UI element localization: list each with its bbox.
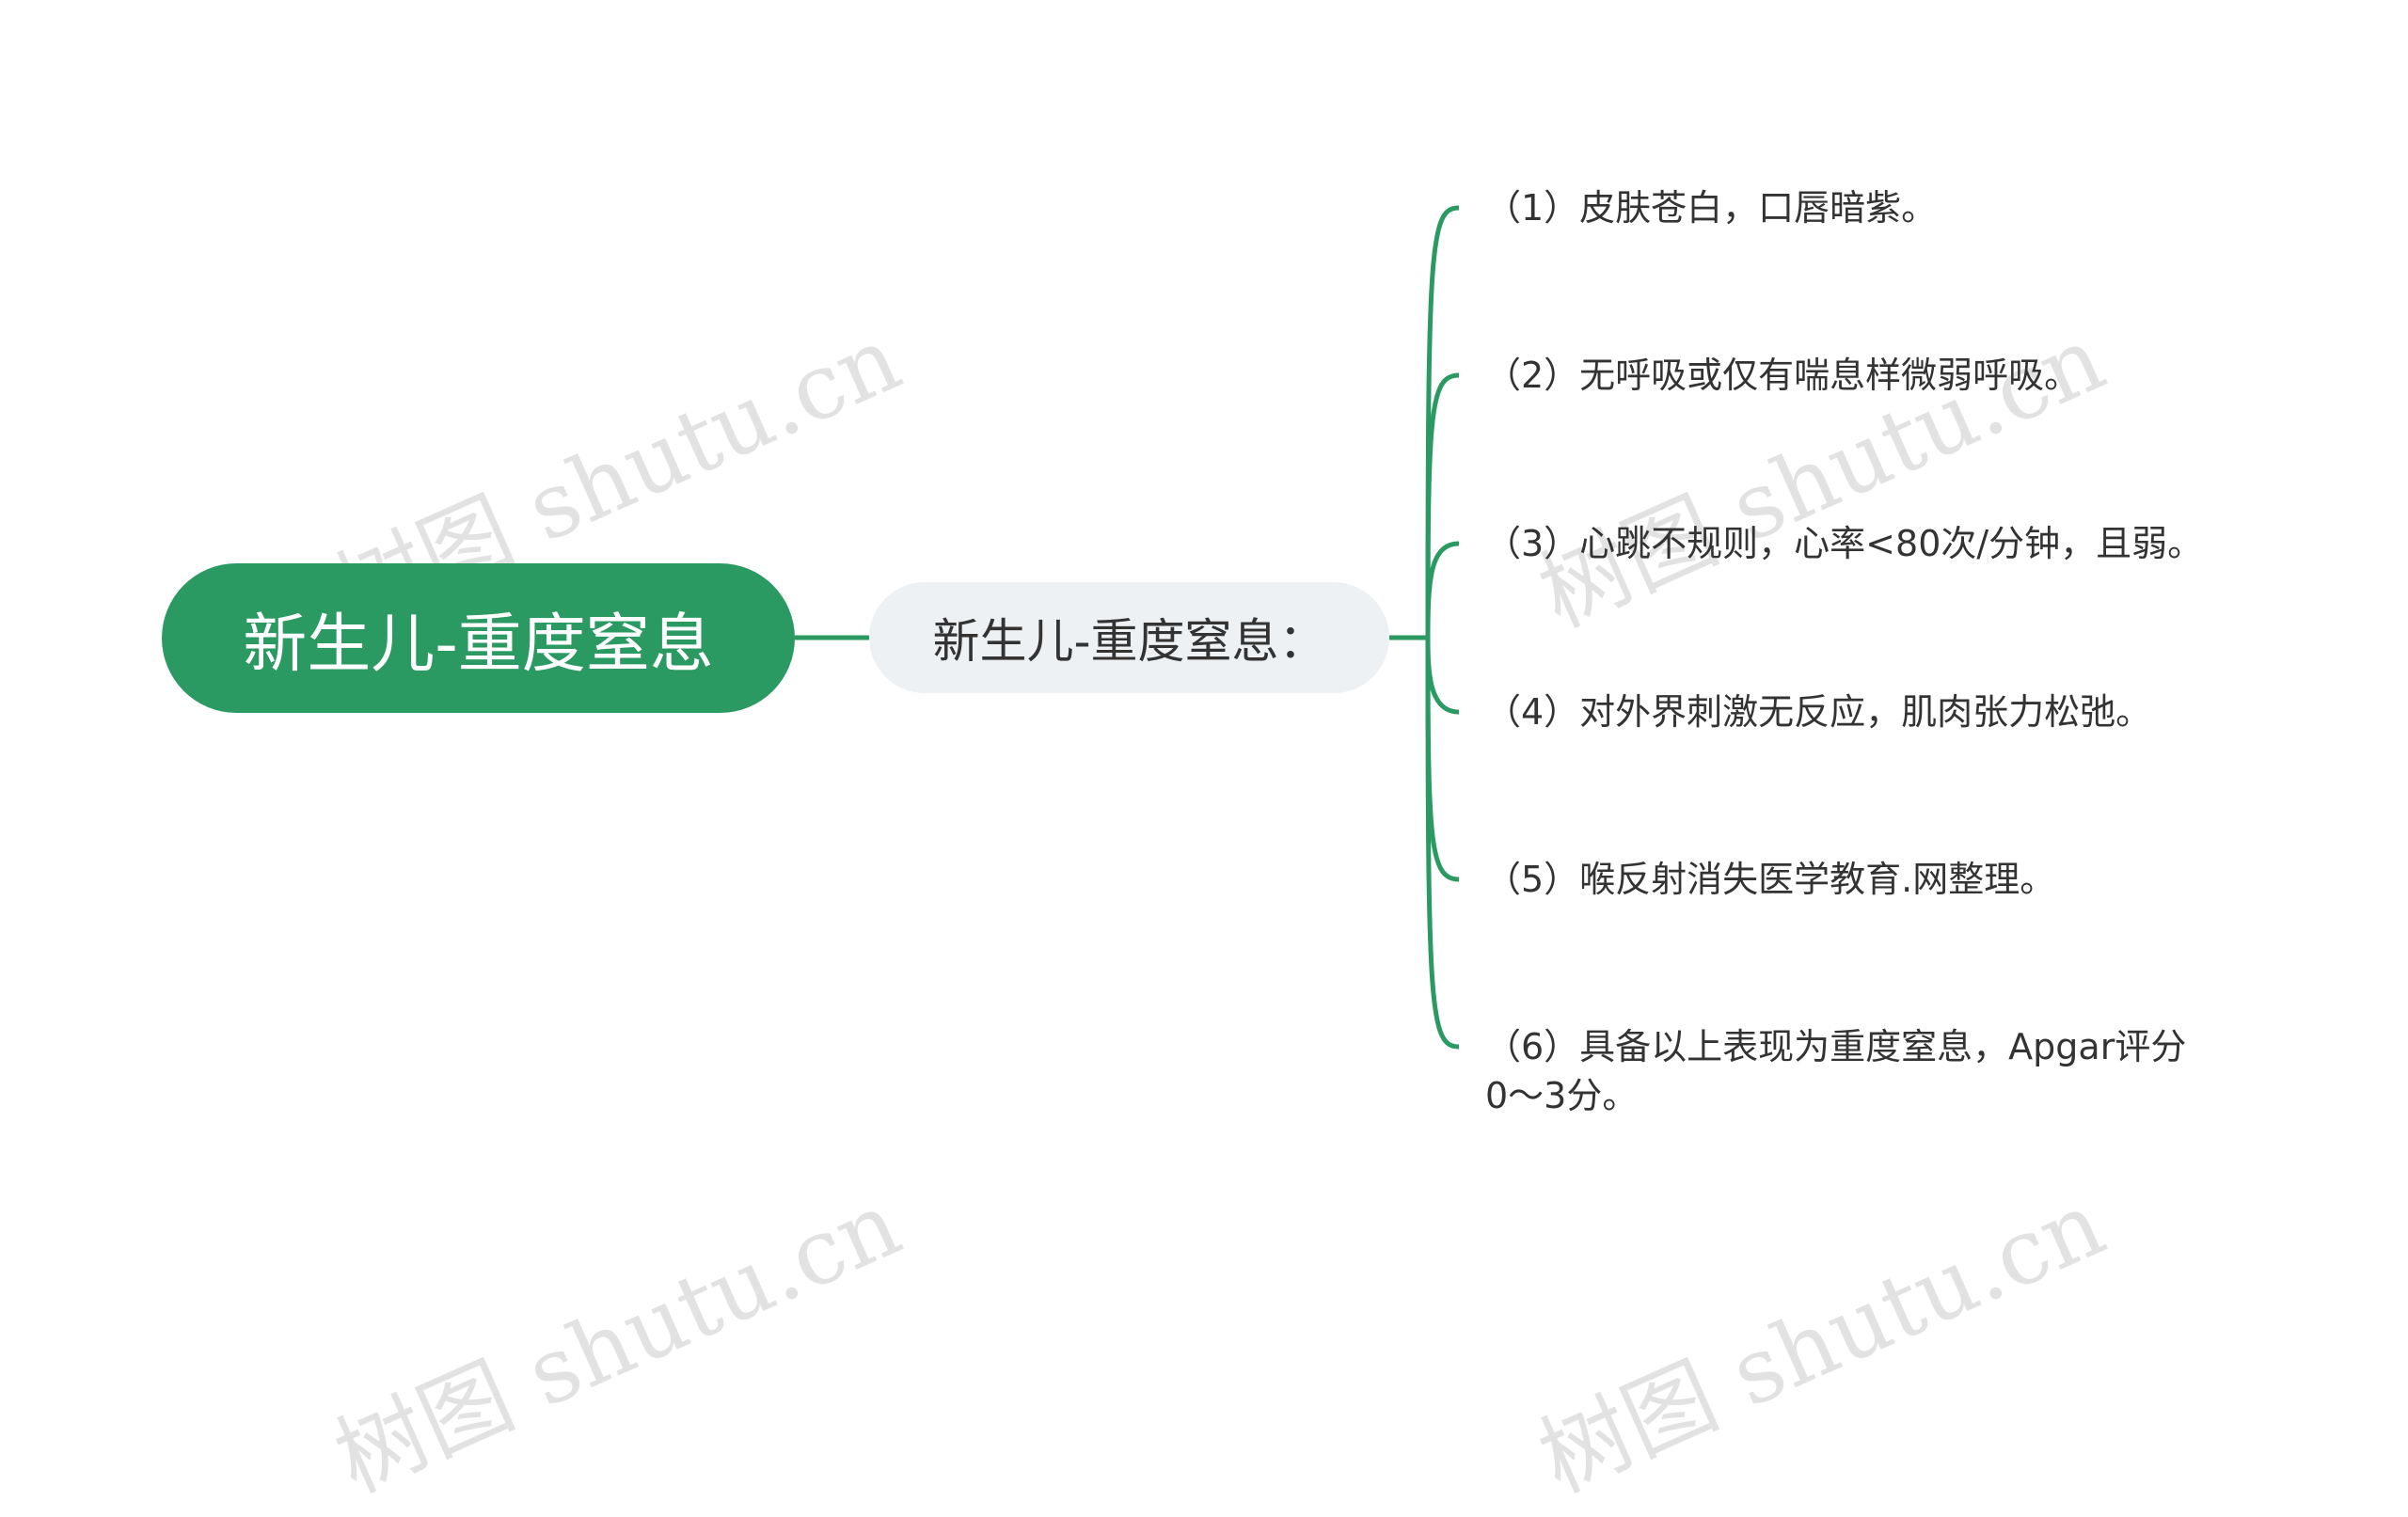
branch-link-2 xyxy=(1425,372,1460,639)
leaf-node-2[interactable]: （2）无呼吸或仅有喘息样微弱呼吸。 xyxy=(1485,355,2081,396)
leaf-node-4[interactable]: （4）对外界刺激无反应，肌肉张力松弛。 xyxy=(1485,691,2152,733)
leaf-node-6[interactable]: （6）具备以上表现为重度窒息，Apgar评分 0～3分。 xyxy=(1485,1026,2187,1116)
leaf-node-3[interactable]: （3）心跳不规则，心率<80次/分钟，且弱。 xyxy=(1485,523,2204,564)
sub-node[interactable]: 新生儿-重度窒息： xyxy=(869,582,1389,693)
root-node-label: 新生儿-重度窒息 xyxy=(243,608,714,682)
branch-link-6 xyxy=(1425,637,1460,1050)
leaf-node-1[interactable]: （1）皮肤苍白，口唇暗紫。 xyxy=(1485,187,1938,229)
branch-link-4 xyxy=(1425,637,1460,715)
branch-link-3 xyxy=(1425,541,1460,639)
connector-lines xyxy=(795,205,1460,1050)
leaf-node-5[interactable]: （5）喉反射消失医学教育.网整理。 xyxy=(1485,859,2056,900)
root-node[interactable]: 新生儿-重度窒息 xyxy=(162,563,795,713)
branch-link-5 xyxy=(1425,637,1460,882)
sub-node-label: 新生儿-重度窒息： xyxy=(932,614,1326,669)
